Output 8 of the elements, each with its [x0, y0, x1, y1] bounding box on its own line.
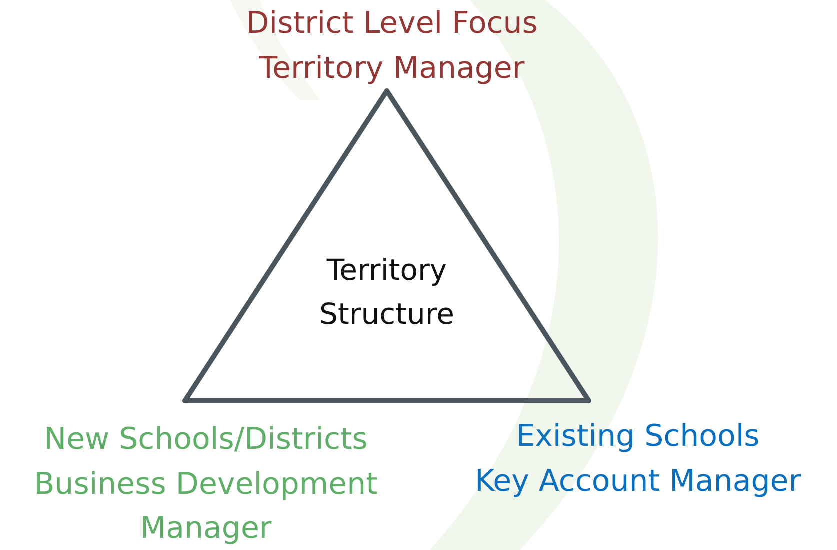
role-label: District Level Focus	[245, 5, 539, 43]
triangle-label: Territory Structure	[318, 252, 456, 333]
role-label: Territory Manager	[258, 50, 526, 88]
triangle-shape	[182, 88, 592, 404]
role-label: Business Development Manager	[33, 466, 379, 548]
role-label: Key Account Manager	[474, 463, 802, 501]
role-label: Existing Schools	[515, 418, 761, 456]
role-label: New Schools/Districts	[43, 421, 369, 459]
